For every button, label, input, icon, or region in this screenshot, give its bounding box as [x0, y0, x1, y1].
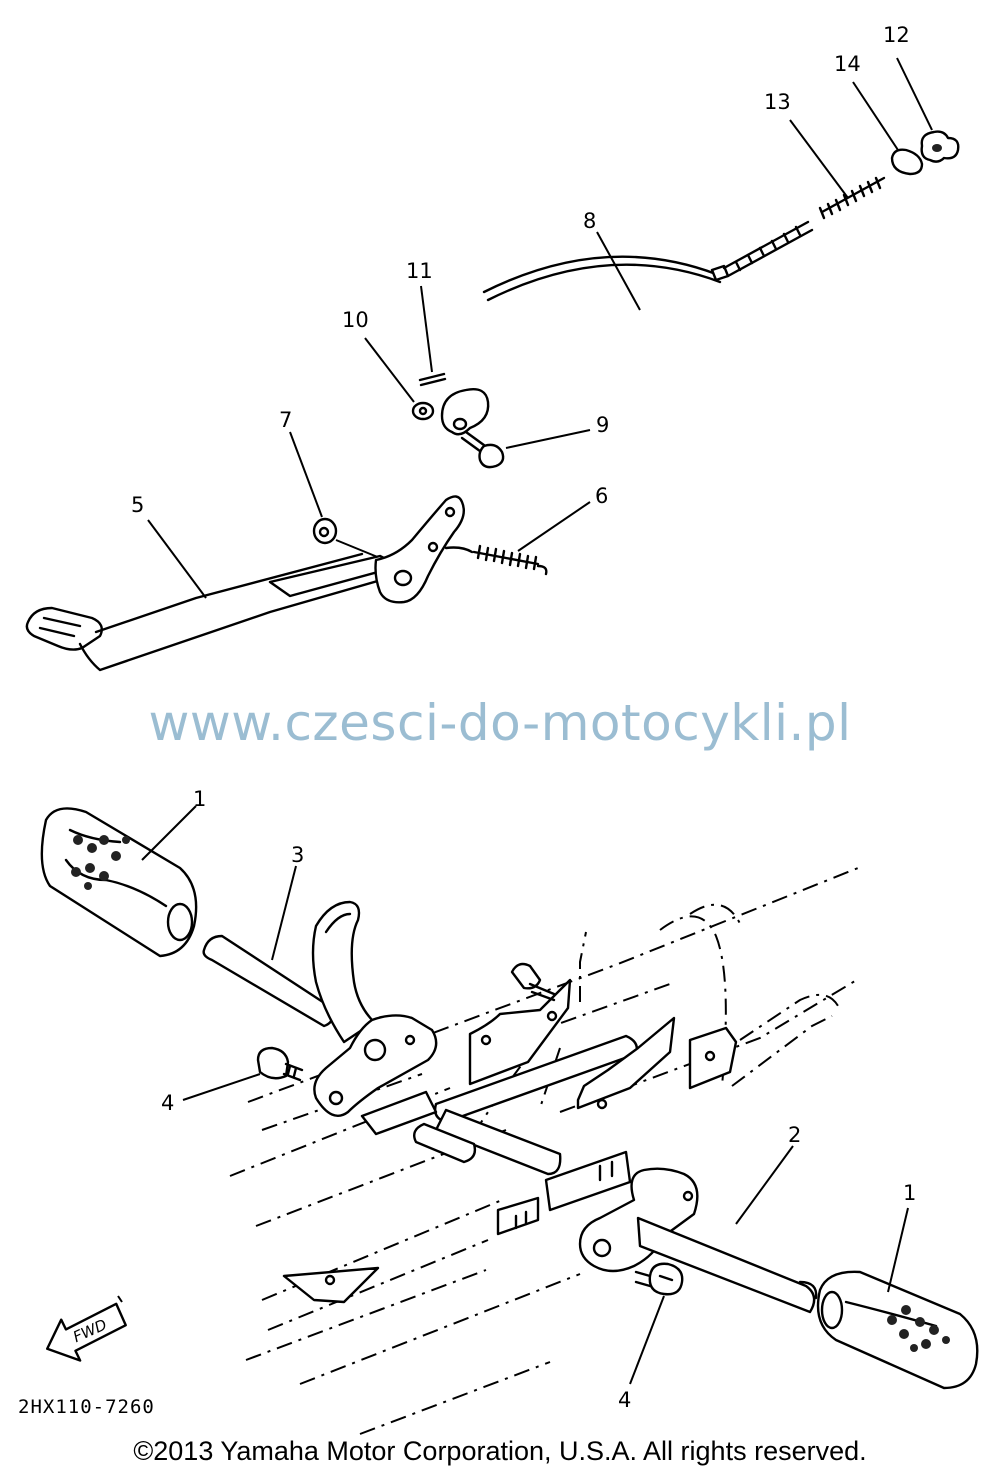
leader-5 [147, 519, 207, 599]
part-1-footpeg-rubber-right [816, 1270, 979, 1390]
part-8-brake-rod [482, 220, 814, 302]
callout-6: 6 [595, 484, 608, 508]
leader-12 [896, 57, 933, 131]
callout-8: 8 [583, 209, 596, 233]
leader-7b [335, 539, 381, 559]
leader-1b [887, 1207, 909, 1293]
part-9-pin [460, 430, 505, 469]
callout-2: 2 [788, 1123, 801, 1147]
part-6-spring [444, 544, 548, 576]
callout-10: 10 [342, 308, 369, 332]
leader-7 [289, 431, 323, 518]
callout-1b: 1 [903, 1181, 916, 1205]
part-14-joint [890, 148, 924, 176]
part-7-bushing [312, 517, 338, 545]
leader-10 [364, 337, 415, 403]
part-12-wing-nut [920, 130, 960, 163]
fwd-arrow-icon: FWD [46, 1295, 127, 1362]
leader-4a [182, 1073, 261, 1101]
callout-13: 13 [764, 90, 791, 114]
callout-14: 14 [834, 52, 861, 76]
part-2-footrest-bracket [578, 1167, 818, 1314]
part-11-cotter-pin [418, 372, 447, 387]
leader-4b [629, 1295, 665, 1385]
callout-1a: 1 [193, 787, 206, 811]
leader-9 [505, 429, 591, 449]
callout-11: 11 [406, 259, 433, 283]
part-4-bolt-upper [256, 1046, 304, 1082]
leader-14 [852, 81, 899, 151]
reference-code: 2HX110-7260 [18, 1396, 155, 1418]
crossbar [413, 1034, 639, 1176]
callout-5: 5 [131, 493, 144, 517]
leader-6 [517, 501, 591, 552]
rod-end-joint [440, 388, 490, 436]
leader-11 [420, 285, 433, 373]
part-13-spring [818, 176, 886, 220]
leader-1a [141, 805, 197, 861]
callout-9: 9 [596, 413, 609, 437]
frame-brackets [282, 978, 738, 1304]
callout-4a: 4 [161, 1091, 174, 1115]
callout-12: 12 [883, 23, 910, 47]
frame-stud [510, 962, 556, 1002]
callout-4b: 4 [618, 1388, 631, 1412]
leader-13 [789, 119, 849, 199]
part-5-brake-pedal [25, 495, 465, 672]
leader-2 [735, 1145, 794, 1225]
callout-3: 3 [291, 843, 304, 867]
part-4-bolt-lower [634, 1262, 684, 1296]
watermark-url: www.czesci-do-motocykli.pl [148, 694, 852, 752]
part-3-footrest-bracket [202, 900, 438, 1136]
part-10-washer [411, 401, 435, 421]
part-1-footpeg-rubber-left [40, 807, 198, 958]
callout-7: 7 [279, 408, 292, 432]
copyright-notice: ©2013 Yamaha Motor Corporation, U.S.A. A… [133, 1436, 867, 1466]
leader-3 [271, 865, 297, 961]
leader-8 [596, 231, 641, 311]
